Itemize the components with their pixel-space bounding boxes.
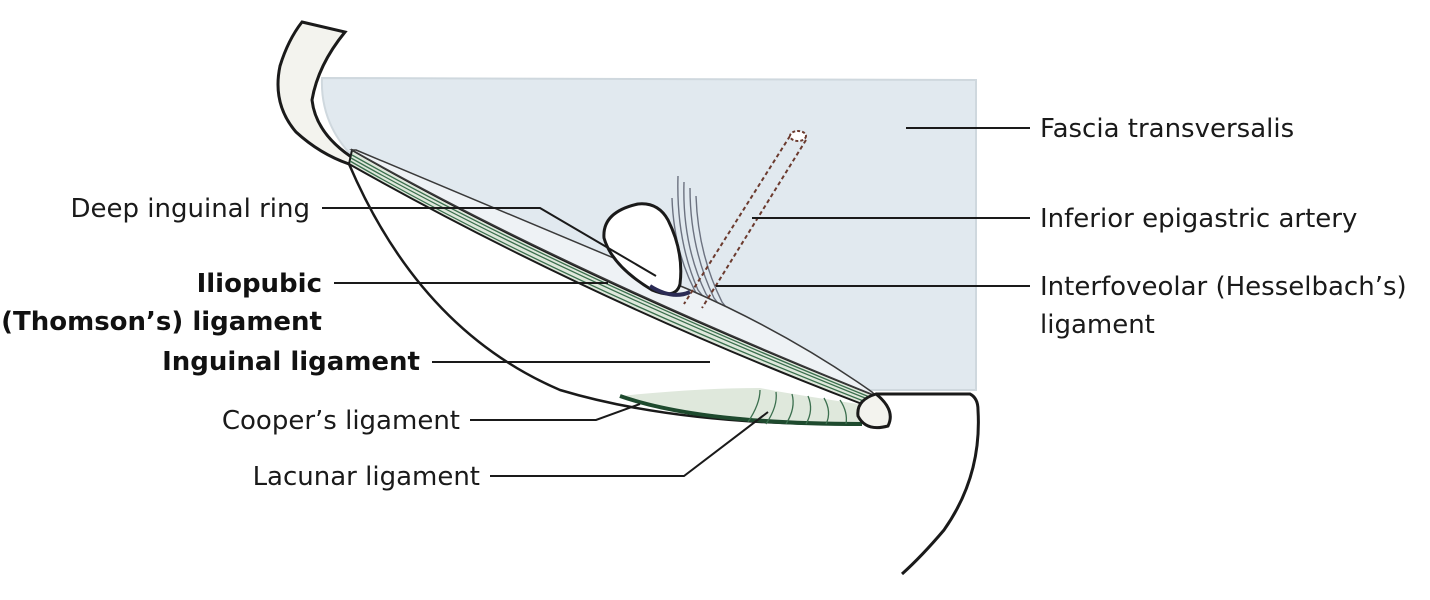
label-iliopubic-ligament-line2: (Thomson’s) ligament [1, 307, 322, 337]
lacunar-ligament-fan [619, 388, 863, 426]
label-deep-inguinal-ring: Deep inguinal ring [71, 194, 310, 224]
label-interfoveolar-ligament-line2: ligament [1040, 310, 1155, 340]
label-fascia-transversalis: Fascia transversalis [1040, 114, 1294, 144]
label-lacunar-ligament: Lacunar ligament [253, 462, 480, 492]
leader-lacunar-ligament [490, 411, 769, 477]
pubic-tubercle-knob [856, 392, 892, 430]
label-interfoveolar-ligament-line1: Interfoveolar (Hesselbach’s) [1040, 272, 1407, 302]
label-iliopubic-ligament-line1: Iliopubic [197, 269, 322, 299]
label-coopers-ligament: Cooper’s ligament [222, 406, 460, 436]
deep-inguinal-ring-shadow [648, 284, 691, 297]
label-inguinal-ligament: Inguinal ligament [162, 347, 420, 377]
label-inferior-epigastric-artery: Inferior epigastric artery [1040, 204, 1357, 234]
leader-deep-inguinal-ring [322, 207, 657, 277]
inferior-epigastric-artery [683, 130, 807, 309]
pubic-tubercle-bone [876, 392, 980, 576]
iliopubic-tract [349, 149, 877, 397]
iliac-spine-bone [276, 20, 359, 166]
leader-coopers-ligament [470, 403, 641, 421]
